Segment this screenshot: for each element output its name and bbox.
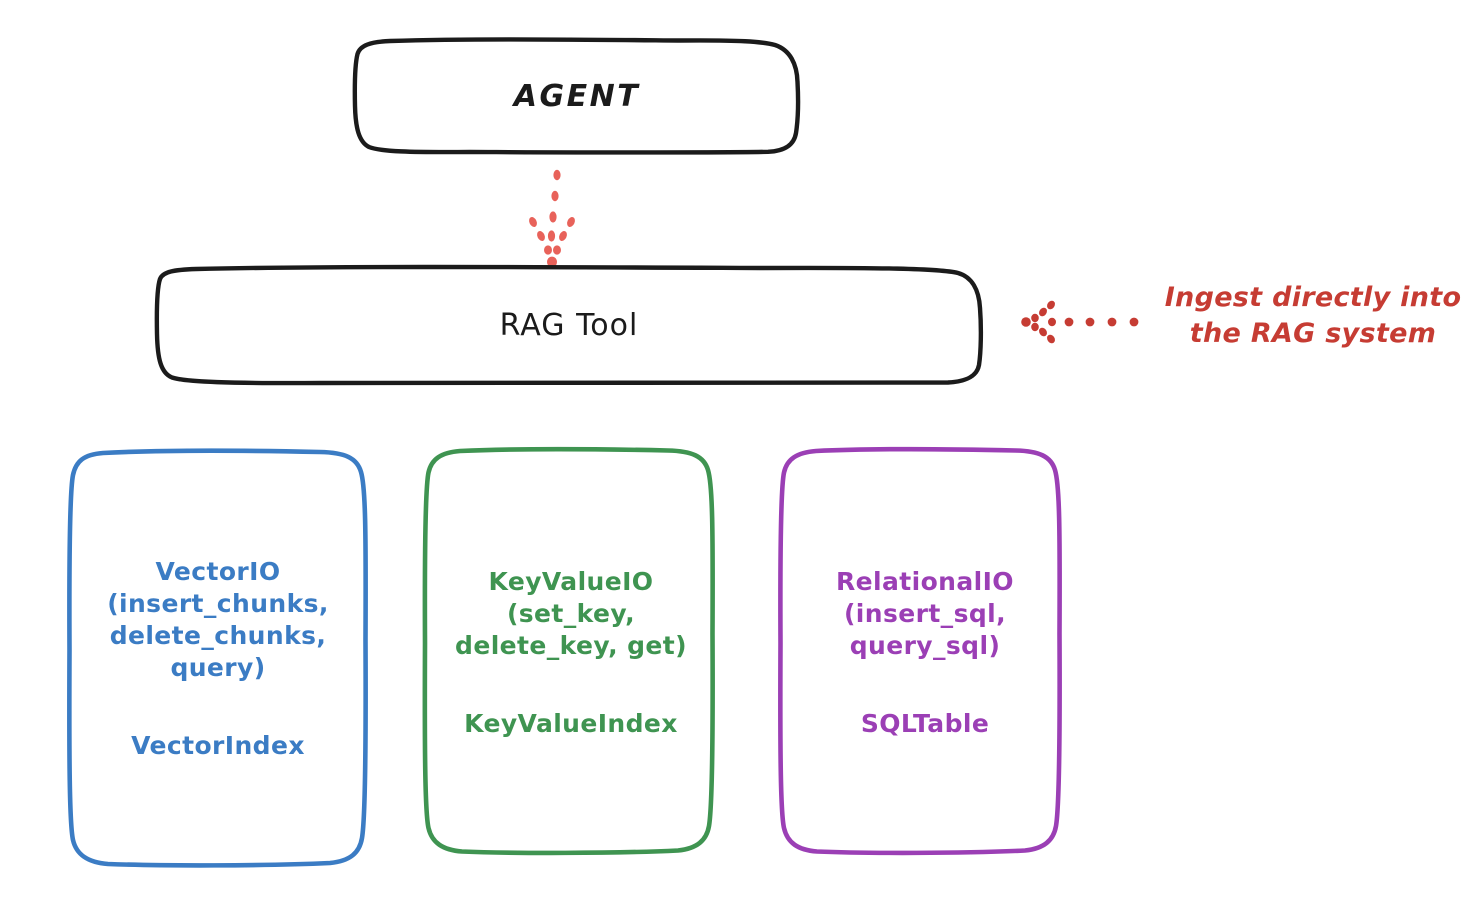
agent-box-outline <box>352 37 801 155</box>
key-value-io-box-outline <box>422 446 715 856</box>
vector-io-box-outline <box>67 448 368 868</box>
connector-ingest-arrow <box>1021 300 1139 344</box>
node-rag-tool[interactable] <box>154 264 984 386</box>
node-agent[interactable] <box>352 37 801 155</box>
node-relational-io[interactable] <box>778 446 1062 856</box>
node-vector-io[interactable] <box>67 448 368 868</box>
relational-io-box-outline <box>778 446 1062 856</box>
node-key-value-io[interactable] <box>422 446 715 856</box>
connector-agent-to-rag <box>529 169 575 268</box>
rag-tool-box-outline <box>154 264 984 386</box>
